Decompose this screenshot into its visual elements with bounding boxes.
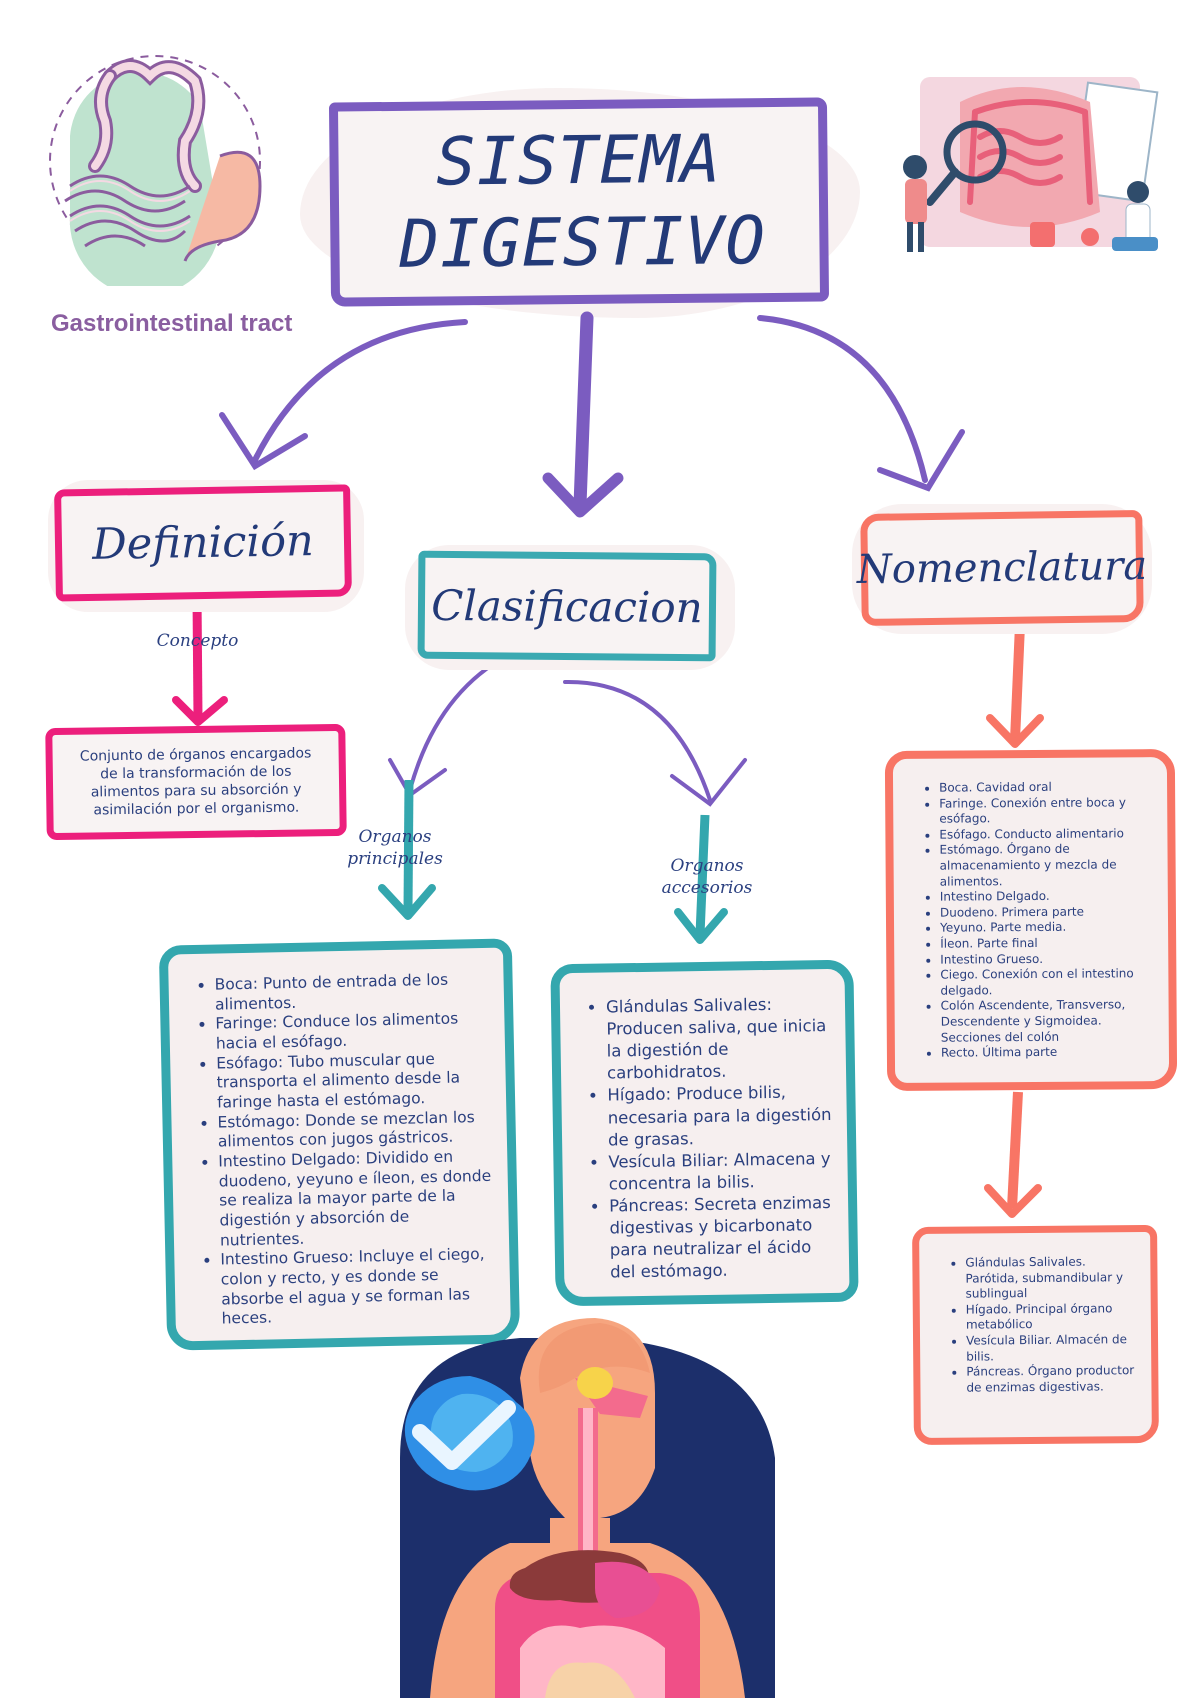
nomenclatura-node: Nomenclatura xyxy=(857,510,1147,626)
list-item: Faringe. Conexión entre boca y esófago. xyxy=(939,795,1155,828)
list-item: Ciego. Conexión con el intestino delgado… xyxy=(940,966,1156,999)
arrow-to-clasificacion xyxy=(573,311,594,512)
organos-accesorios-label: Organos accesorios xyxy=(661,856,753,899)
nomenclatura-principales-list: Boca. Cavidad oral Faringe. Conexión ent… xyxy=(917,779,1157,1061)
list-item: Yeyuno. Parte media. xyxy=(940,919,1156,936)
definicion-text: Conjunto de órganos encargados de la tra… xyxy=(79,745,312,819)
list-item: Hígado. Principal órgano metabólico xyxy=(966,1301,1139,1334)
doctors-examining-intestines-illustration-icon xyxy=(903,77,1159,252)
checkmark-badge-icon xyxy=(404,1376,535,1491)
definicion-text-box: Conjunto de órganos encargados de la tra… xyxy=(45,723,347,841)
list-item: Boca: Punto de entrada de los alimentos. xyxy=(214,970,488,1015)
arrow-head-nomenclatura xyxy=(877,429,965,492)
list-item: Íleon. Parte final xyxy=(940,935,1156,952)
definicion-node: Definición xyxy=(54,484,352,602)
nomenclatura-accesorios-list: Glándulas Salivales. Parótida, submandib… xyxy=(943,1254,1139,1396)
organos-accesorios-list: Glándulas Salivales: Producen saliva, qu… xyxy=(584,993,835,1284)
list-item: Glándulas Salivales. Parótida, submandib… xyxy=(965,1254,1138,1302)
list-item: Glándulas Salivales: Producen saliva, qu… xyxy=(606,993,832,1085)
list-item: Vesícula Biliar. Almacén de bilis. xyxy=(966,1332,1139,1365)
digestive-tract-illustration-icon xyxy=(49,55,262,286)
subtitle: Gastrointestinal tract xyxy=(51,310,293,337)
list-item: Boca. Cavidad oral xyxy=(939,779,1155,796)
list-item: Intestino Grueso: Incluye el ciego, colo… xyxy=(220,1245,495,1329)
list-item: Esófago. Conducto alimentario xyxy=(939,826,1155,843)
concepto-label: Concepto xyxy=(156,631,239,651)
list-item: Intestino Delgado: Dividido en duodeno, … xyxy=(218,1147,493,1251)
arrow-to-definicion xyxy=(252,319,468,463)
list-item: Intestino Delgado. xyxy=(940,888,1156,905)
clasificacion-node: Clasificacion xyxy=(417,550,717,662)
list-item: Páncreas. Órgano productor de enzimas di… xyxy=(966,1363,1139,1396)
list-item: Recto. Última parte xyxy=(941,1044,1157,1061)
arrow-to-nomenclatura xyxy=(757,315,928,483)
list-item: Colón Ascendente, Transverso, Descendent… xyxy=(941,997,1157,1045)
list-item: Páncreas: Secreta enzimas digestivas y b… xyxy=(609,1192,835,1284)
list-item: Duodeno. Primera parte xyxy=(940,904,1156,921)
organos-principales-label: Organos principales xyxy=(347,827,443,870)
organos-accesorios-card: Glándulas Salivales: Producen saliva, qu… xyxy=(550,959,859,1307)
arrow-head-definicion xyxy=(219,412,308,471)
organos-principales-list: Boca: Punto de entrada de los alimentos.… xyxy=(192,970,494,1330)
list-item: Faringe: Conduce los alimentos hacia el … xyxy=(215,1009,489,1054)
list-item: Intestino Grueso. xyxy=(940,951,1156,968)
nomenclatura-principales-card: Boca. Cavidad oral Faringe. Conexión ent… xyxy=(884,748,1178,1092)
organos-principales-card: Boca: Punto de entrada de los alimentos.… xyxy=(158,938,521,1351)
list-item: Hígado: Produce bilis, necesaria para la… xyxy=(607,1081,833,1151)
list-item: Vesícula Biliar: Almacena y concentra la… xyxy=(608,1148,834,1196)
list-item: Estómago. Órgano de almacenamiento y mez… xyxy=(939,842,1155,890)
list-item: Estómago: Donde se mezclan los alimentos… xyxy=(217,1108,491,1153)
list-item: Esófago: Tubo muscular que transporta el… xyxy=(216,1049,490,1114)
nomenclatura-accesorios-card: Glándulas Salivales. Parótida, submandib… xyxy=(912,1224,1159,1446)
